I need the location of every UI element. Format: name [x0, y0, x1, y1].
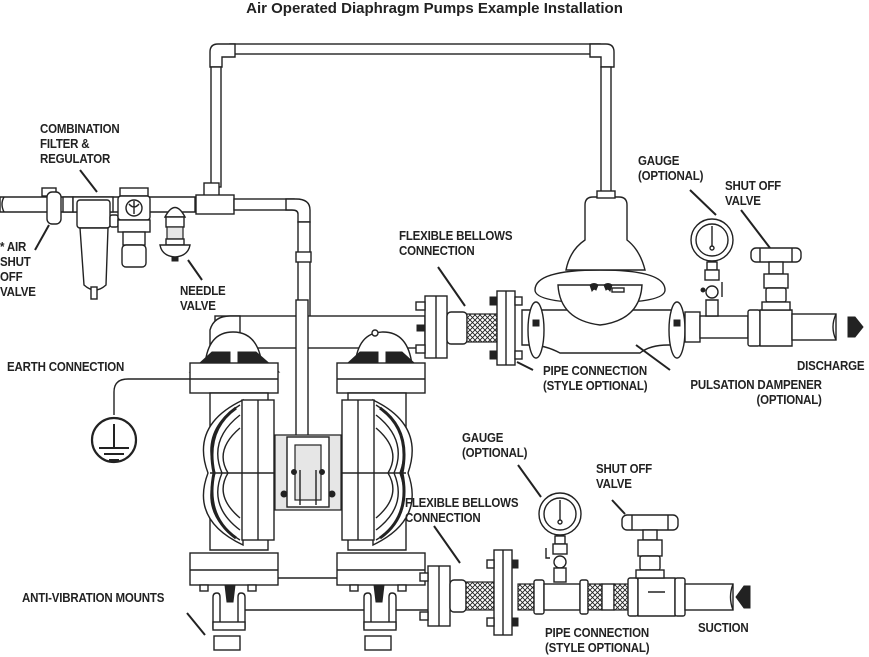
label-filter-regulator: COMBINATION FILTER & REGULATOR [40, 122, 120, 166]
leader-lines [34, 169, 771, 636]
anti-vibration-mount-left [212, 592, 246, 651]
label-anti-vibration-mounts: ANTI-VIBRATION MOUNTS [22, 591, 165, 605]
label-pulsation-dampener: PULSATION DAMPENER (OPTIONAL) [690, 378, 822, 407]
discharge-gauge [690, 218, 734, 317]
air-shut-off-valve [41, 187, 74, 225]
air-pipe-vertical [600, 66, 612, 198]
pipe-elbow [285, 198, 311, 223]
label-shut-off-valve-discharge: SHUT OFF VALVE [725, 179, 782, 208]
label-air-shut-off-valve: * AIR SHUT OFF VALVE [0, 240, 36, 299]
label-pipe-connection-discharge: PIPE CONNECTION (STYLE OPTIONAL) [543, 364, 648, 393]
label-gauge-suction: GAUGE (OPTIONAL) [462, 431, 528, 460]
top-manifold-left [189, 362, 279, 394]
diaphragm-pump [188, 299, 430, 651]
air-pipe-top [229, 43, 601, 55]
label-discharge: DISCHARGE [797, 359, 865, 373]
pipe-elbow [209, 43, 236, 68]
label-shut-off-valve-suction: SHUT OFF VALVE [596, 462, 653, 491]
earth-ground-icon [90, 378, 190, 464]
bottom-manifold-left [189, 552, 279, 586]
label-flexible-bellows-discharge: FLEXIBLE BELLOWS CONNECTION [399, 229, 513, 258]
suction-shut-off-valve [621, 514, 679, 579]
label-flexible-bellows-suction: FLEXIBLE BELLOWS CONNECTION [405, 496, 519, 525]
discharge-line [415, 190, 864, 366]
label-pipe-connection-suction: PIPE CONNECTION (STYLE OPTIONAL) [545, 626, 650, 655]
label-earth-connection: EARTH CONNECTION [7, 360, 125, 374]
filter-regulator [72, 187, 151, 300]
suction-gauge [538, 492, 582, 583]
needle-valve [159, 206, 191, 262]
pipe-elbow [589, 43, 615, 68]
bottom-manifold-right [336, 552, 426, 586]
anti-vibration-mount-right [363, 592, 397, 651]
suction-arrow-icon [735, 585, 751, 609]
suction-line [419, 492, 751, 636]
discharge-arrow-icon [847, 316, 864, 338]
label-needle-valve: NEEDLE VALVE [180, 284, 226, 313]
air-pipe-vertical [210, 66, 222, 188]
label-gauge-discharge: GAUGE (OPTIONAL) [638, 154, 704, 183]
diagram-title: Air Operated Diaphragm Pumps Example Ins… [246, 0, 623, 17]
pulsation-dampener-top [565, 196, 646, 271]
label-suction: SUCTION [698, 621, 749, 635]
top-manifold-right [336, 362, 426, 394]
discharge-shut-off-valve [750, 247, 802, 311]
